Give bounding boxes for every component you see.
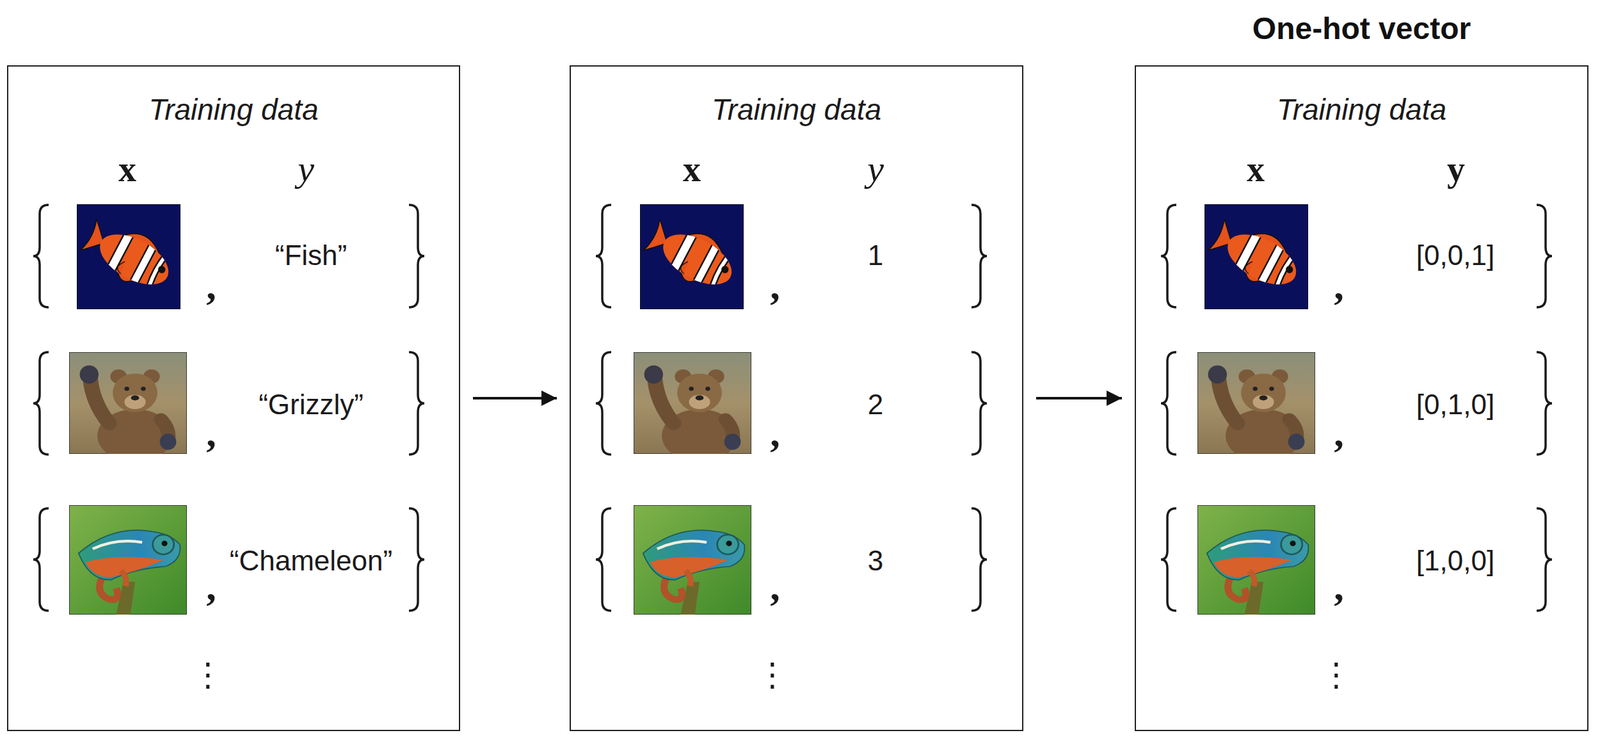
class-label: 2 bbox=[867, 388, 884, 422]
bear-image bbox=[69, 352, 187, 463]
pair-comma: , bbox=[769, 263, 781, 309]
class-label: [1,0,0] bbox=[1416, 544, 1495, 578]
column-header: y bbox=[297, 147, 315, 191]
right-brace bbox=[1536, 352, 1552, 455]
panel-title: One-hot vector bbox=[1136, 10, 1588, 48]
panel-heading: Training data bbox=[1136, 92, 1588, 128]
left-brace bbox=[33, 508, 49, 611]
column-header: y bbox=[1447, 148, 1465, 190]
panel-heading: Training data bbox=[8, 92, 459, 128]
panel-heading: Training data bbox=[570, 92, 1023, 128]
pair-comma: , bbox=[206, 563, 217, 610]
pair-comma: , bbox=[206, 263, 217, 309]
right-brace bbox=[971, 352, 987, 455]
left-brace bbox=[595, 204, 612, 308]
flow-arrow bbox=[472, 396, 557, 400]
class-label: [0,0,1] bbox=[1416, 239, 1495, 272]
class-label: 3 bbox=[867, 544, 884, 578]
fish-image bbox=[1204, 204, 1309, 310]
column-header: x bbox=[682, 148, 701, 190]
chameleon-image bbox=[1197, 504, 1316, 615]
class-label: [0,1,0] bbox=[1416, 388, 1495, 422]
data-panel: Training data bbox=[7, 65, 461, 731]
right-brace bbox=[408, 204, 425, 308]
left-brace bbox=[33, 352, 49, 455]
class-label: “Chameleon” bbox=[229, 544, 393, 578]
chameleon-image bbox=[633, 504, 752, 615]
data-panel: Training data bbox=[569, 65, 1024, 731]
continuation-dots: ⋮ bbox=[756, 656, 789, 694]
bear-image bbox=[1197, 352, 1316, 463]
column-header: x bbox=[1246, 148, 1265, 190]
fish-image bbox=[640, 204, 744, 310]
pair-comma: , bbox=[769, 563, 781, 610]
continuation-dots: ⋮ bbox=[1320, 656, 1353, 694]
flow-arrow bbox=[1036, 396, 1122, 400]
chameleon-image bbox=[69, 504, 187, 615]
pair-comma: , bbox=[206, 410, 217, 456]
left-brace bbox=[595, 508, 612, 611]
data-panel: One-hot vectorTraining data bbox=[1134, 65, 1589, 731]
class-label: “Grizzly” bbox=[258, 388, 364, 422]
right-brace bbox=[971, 508, 987, 611]
pair-comma: , bbox=[1333, 410, 1344, 456]
left-brace bbox=[1160, 352, 1177, 455]
fish-image bbox=[76, 204, 181, 310]
bear-image bbox=[633, 352, 752, 463]
pair-comma: , bbox=[1333, 263, 1344, 309]
class-label: “Fish” bbox=[275, 239, 347, 272]
right-brace bbox=[1536, 204, 1552, 308]
left-brace bbox=[1160, 508, 1177, 611]
column-header: x bbox=[118, 148, 137, 190]
column-header: y bbox=[867, 147, 884, 191]
pair-comma: , bbox=[769, 410, 781, 456]
right-brace bbox=[1536, 508, 1552, 611]
pair-comma: , bbox=[1333, 563, 1344, 610]
right-brace bbox=[408, 508, 425, 611]
left-brace bbox=[595, 352, 612, 455]
class-label: 1 bbox=[867, 239, 884, 272]
continuation-dots: ⋮ bbox=[192, 656, 224, 694]
right-brace bbox=[408, 352, 425, 455]
left-brace bbox=[1160, 204, 1177, 308]
left-brace bbox=[33, 204, 49, 308]
right-brace bbox=[971, 204, 987, 308]
